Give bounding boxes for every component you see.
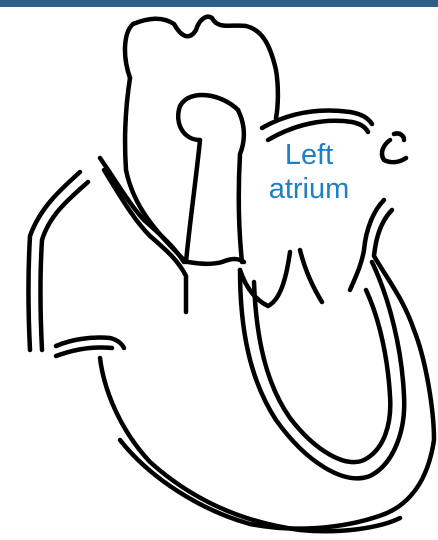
- septum-inner: [254, 282, 390, 462]
- aorta-arch: [125, 17, 278, 118]
- right-pulmonary-vein-upper: [382, 140, 406, 162]
- aorta-left-wall: [125, 78, 184, 260]
- left-atrium-wall-left: [240, 252, 290, 306]
- right-pulmonary-vein-lower: [394, 133, 404, 140]
- inferior-vena-cava-lower: [56, 347, 112, 356]
- left-atrium-label-line1: Left: [244, 138, 374, 172]
- left-atrium-label-line2: atrium: [244, 172, 374, 206]
- left-atrium-label: Left atrium: [244, 138, 374, 206]
- right-ventricle-bottom: [100, 358, 400, 531]
- pulmonary-trunk: [178, 95, 238, 262]
- left-atrium-wall-right: [300, 250, 322, 302]
- right-atrium-wall-b: [104, 170, 186, 312]
- pulmonary-valve-line: [188, 259, 244, 264]
- pulmonary-trunk-right: [238, 110, 244, 262]
